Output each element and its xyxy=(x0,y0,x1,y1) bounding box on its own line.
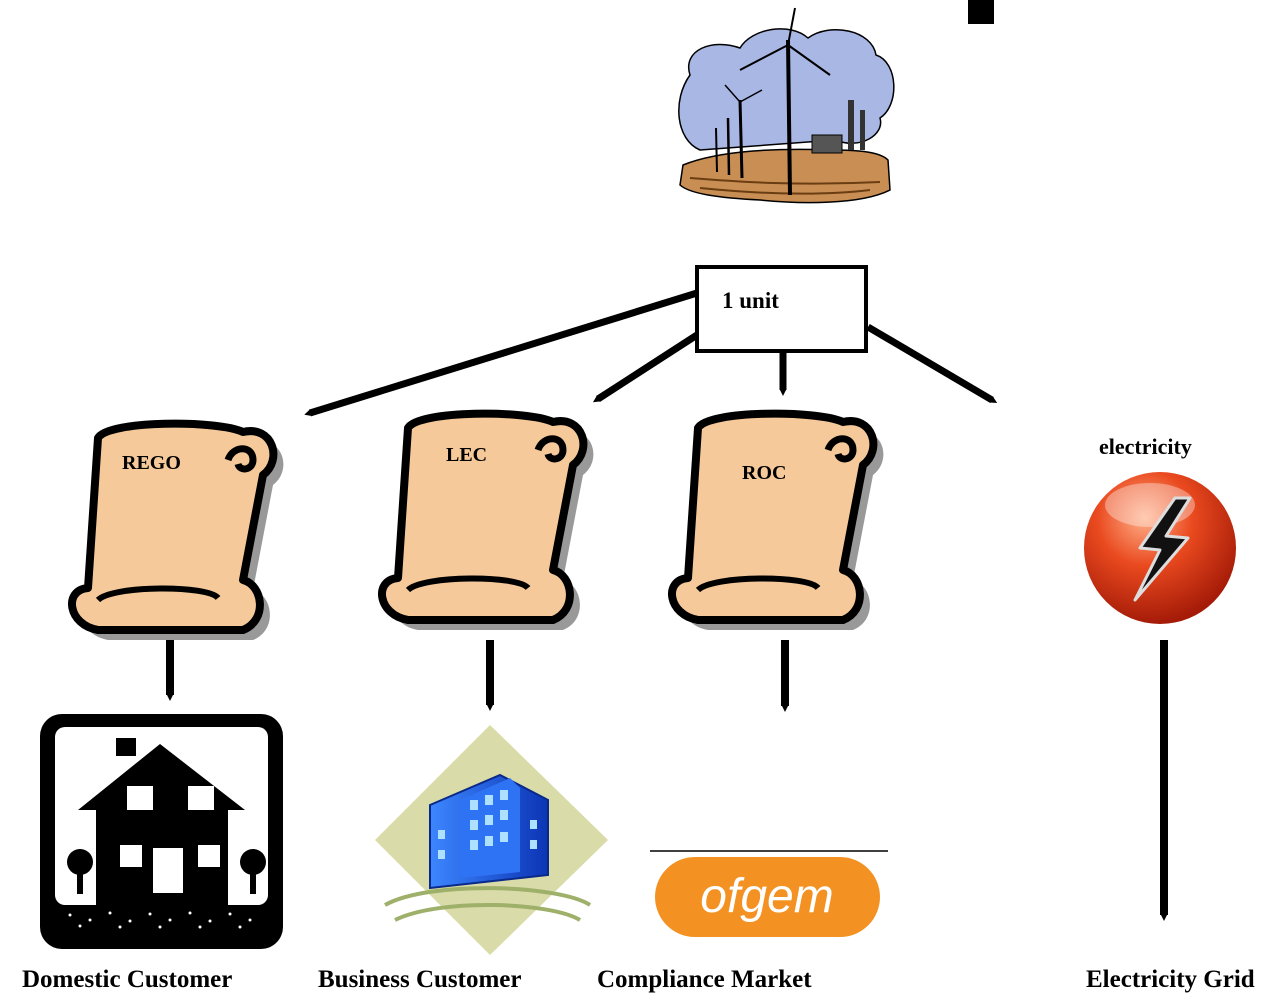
title-fragment xyxy=(968,0,994,24)
arrow-to-rego xyxy=(304,289,699,417)
roc-scroll-icon xyxy=(668,409,884,630)
source-node-box xyxy=(695,265,868,353)
business-customer-caption: Business Customer xyxy=(318,966,522,993)
rego-scroll-icon xyxy=(68,419,284,640)
house-icon xyxy=(40,714,283,949)
rego-label: REGO xyxy=(122,452,181,474)
lec-label: LEC xyxy=(446,444,488,466)
electricity-bolt-icon xyxy=(1084,472,1236,624)
arrow-to-electricity xyxy=(866,323,998,404)
arrows-to-destinations xyxy=(166,640,1168,921)
roc-label: ROC xyxy=(742,462,787,484)
electricity-label: electricity xyxy=(1099,434,1192,459)
office-building-icon xyxy=(375,725,608,955)
wind-farm-illustration xyxy=(678,7,895,204)
lec-scroll-icon xyxy=(378,409,594,630)
electricity-grid-caption: Electricity Grid xyxy=(1086,966,1255,993)
arrows-from-unit xyxy=(304,289,998,417)
arrow-to-lec xyxy=(592,332,699,403)
ofgem-logo: ofgem xyxy=(650,850,888,937)
ofgem-logo-text: ofgem xyxy=(700,870,833,923)
source-node-label: 1 unit xyxy=(722,288,779,313)
compliance-market-caption: Compliance Market xyxy=(597,966,812,993)
domestic-customer-caption: Domestic Customer xyxy=(22,966,233,993)
